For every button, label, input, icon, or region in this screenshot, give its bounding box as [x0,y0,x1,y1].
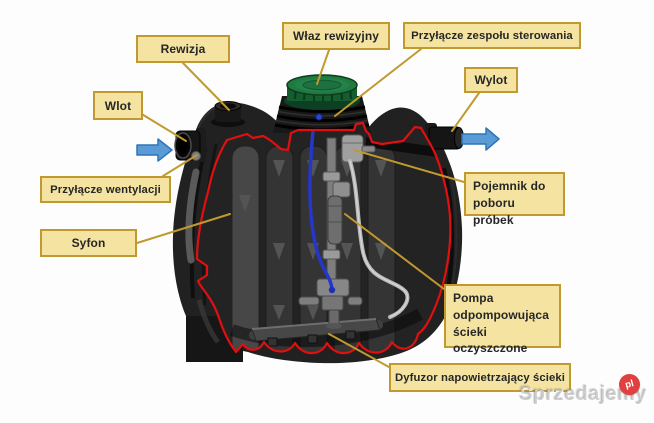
label-pojemnik-text: Pojemnik do poboru próbek [473,179,546,227]
cut-outline [195,121,452,355]
base-stem [328,309,340,326]
base-foot [326,323,342,329]
left-shell-groove [189,147,207,299]
label-wlaz-rewizyjny-text: Właz rewizyjny [292,29,380,43]
neck-rib-highlight [275,119,369,126]
cable-gland [315,113,323,121]
leader-wentylacja [162,154,198,177]
leader-dyfuzor [328,333,390,368]
diffuser-bar [249,318,383,347]
leader-rewizja [182,62,230,111]
inlet-flow-arrow-icon [136,138,173,162]
pipe-coupling [322,171,341,182]
left-shell-lower-streak [196,299,220,344]
pump-body [327,195,343,245]
pump-assembly [298,137,363,329]
inlet-pipe [174,128,206,162]
leader-wylot [451,92,480,132]
label-wylot-text: Wylot [474,73,508,87]
base-pipe-right [347,296,363,306]
label-rewizja-text: Rewizja [160,42,206,56]
label-pojemnik-do-poboru-probek: Pojemnik do poboru próbek [464,172,565,227]
label-dyfuzor-napowietrzajacy: Dyfuzor napowietrzający ścieki [389,363,571,392]
label-pompa-text: Pompa odpompowująca ścieki oczyszczone [453,291,549,356]
outlet-pipe [425,123,464,152]
sprzedajemy-watermark: Sprzedajemy pl [519,371,651,417]
label-syfon: Syfon [40,229,137,257]
pump-elbow [332,181,351,198]
right-shell-groove [442,167,455,297]
leader-syfon [136,213,231,244]
watermark-text: Sprzedajemy [519,383,647,405]
sample-container [341,134,376,163]
outlet-flow-arrow-icon [461,127,500,151]
manhole-lid [284,74,360,110]
left-shell-gray-rib [185,168,200,264]
pipe-coupling [322,249,341,260]
leader-wlot [139,112,187,142]
discharge-hose [348,159,410,319]
label-wlaz-rewizyjny: Właz rewizyjny [282,22,390,50]
pump-base-lower [321,295,344,311]
label-syfon-text: Syfon [71,236,106,250]
watermark-tld: pl [624,378,635,391]
label-wylot: Wylot [464,67,518,93]
base-pipe-left [298,296,320,306]
leader-lines [136,48,480,368]
lid-top-center [302,79,342,91]
syphon-rib [231,145,260,354]
label-pompa-odpompowujaca: Pompa odpompowująca ścieki oczyszczone [444,284,561,355]
label-przylacze-wentylacji: Przyłącze wentylacji [40,176,171,203]
label-przylacze-zespolu-sterowania: Przyłącze zespołu sterowania [403,22,581,49]
leader-wlaz [316,49,330,85]
control-cable [308,113,336,294]
label-wlot-text: Wlot [104,98,132,113]
label-przylacze-wentylacji-text: Przyłącze wentylacji [50,183,161,196]
label-dyfuzor-text: Dyfuzor napowietrzający ścieki [394,371,565,384]
leader-pompa [344,213,445,290]
leader-sterowanie [334,48,422,117]
label-rewizja: Rewizja [136,35,230,63]
neck-rib [278,105,366,113]
leader-pojemnik [353,149,465,183]
neck-rib [276,114,368,122]
right-shell-highlight [451,179,458,289]
label-przylacze-zespolu-sterowania-text: Przyłącze zespołu sterowania [411,29,573,42]
inspection-cap [211,101,245,127]
label-wlot: Wlot [93,91,143,120]
